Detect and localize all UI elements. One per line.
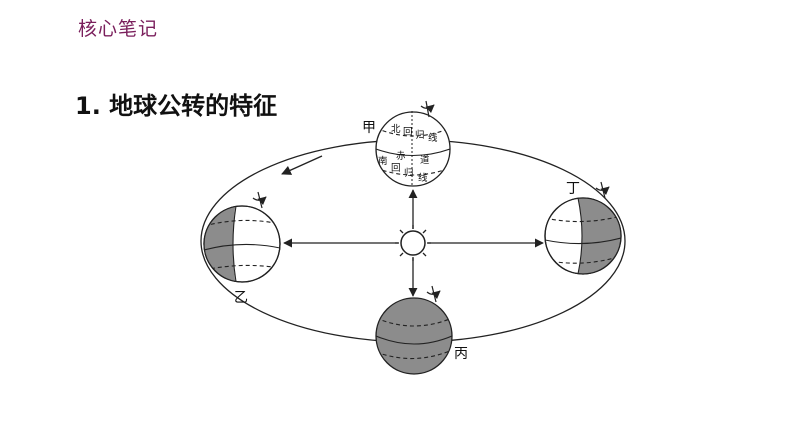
rotation-icon-jia: [420, 100, 435, 118]
north-tropic-char-3: 归: [415, 129, 425, 141]
north-tropic-char-4: 线: [428, 132, 438, 144]
south-tropic-char-3: 归: [404, 167, 414, 179]
orbit-direction-arrow: [281, 155, 323, 175]
globe-ding: 丁: [544, 181, 622, 275]
position-label-bing: 丙: [454, 346, 468, 362]
sun-icon: [395, 225, 431, 261]
north-tropic-char-1: 北: [391, 124, 401, 135]
globe-yi: 乙: [203, 205, 281, 306]
page-title: 1. 地球公转的特征: [75, 92, 278, 120]
sunlight-arrows: [283, 189, 544, 297]
globe-bing: 丙: [375, 297, 468, 375]
south-tropic-char-1: 南: [378, 155, 388, 167]
rotation-icon-ding: [595, 181, 610, 199]
position-label-jia: 甲: [362, 120, 376, 136]
south-tropic-char-2: 回: [391, 163, 401, 174]
rotation-icon-yi: [252, 191, 267, 209]
globe-jia: 北 回 归 线 赤 道 南 回 归 线 甲: [362, 111, 451, 187]
rotation-icon-bing: [426, 285, 441, 303]
section-tag: 核心笔记: [78, 18, 159, 40]
south-tropic-char-4: 线: [418, 172, 428, 184]
position-label-ding: 丁: [566, 181, 580, 197]
equator-char-1: 赤: [396, 151, 406, 162]
north-tropic-char-2: 回: [403, 127, 413, 138]
equator-char-2: 道: [420, 154, 430, 166]
position-label-yi: 乙: [234, 290, 248, 306]
